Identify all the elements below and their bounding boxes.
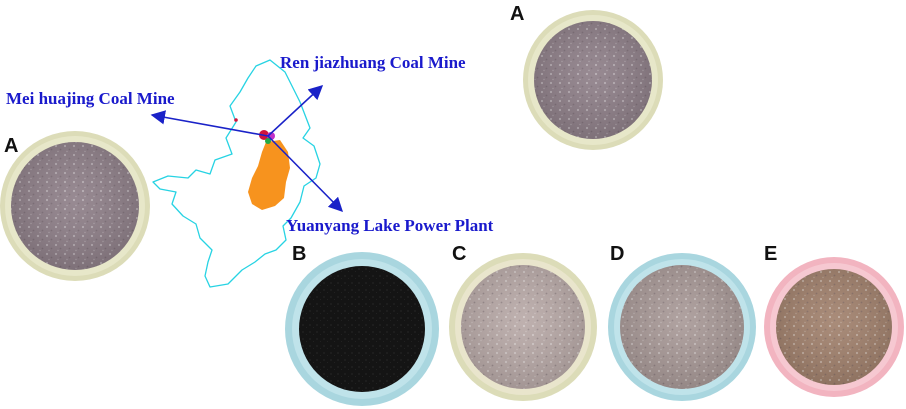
capital-marker [234,118,238,122]
yuanyang-label: Yuanyang Lake Power Plant [286,216,494,235]
yuanyang-arrow [267,135,344,213]
panel-label-e: E [764,243,777,265]
mei-huajing-label: Mei huajing Coal Mine [6,89,175,108]
region-boundary [152,59,321,288]
sample-dish-e [764,257,904,397]
sample-dish-c [449,253,597,401]
sample-dish-a-left [0,131,150,281]
sample-dish-a-top [523,10,663,150]
yuanyang-region [248,140,290,210]
panel-label-c: C [452,243,466,265]
sample-dish-d [608,253,756,401]
site-arrows [150,85,344,213]
panel-label-a-left: A [4,135,18,157]
sample-dish-b [285,252,439,406]
panel-label-b: B [292,243,306,265]
mei-huajing-arrow [150,110,269,137]
panel-label-a-top: A [510,3,524,25]
ren-jiazhuang-label: Ren jiazhuang Coal Mine [280,53,466,72]
yuanyang-site-marker [265,138,271,144]
ren-jiazhuang-arrow [267,85,324,137]
panel-label-d: D [610,243,624,265]
